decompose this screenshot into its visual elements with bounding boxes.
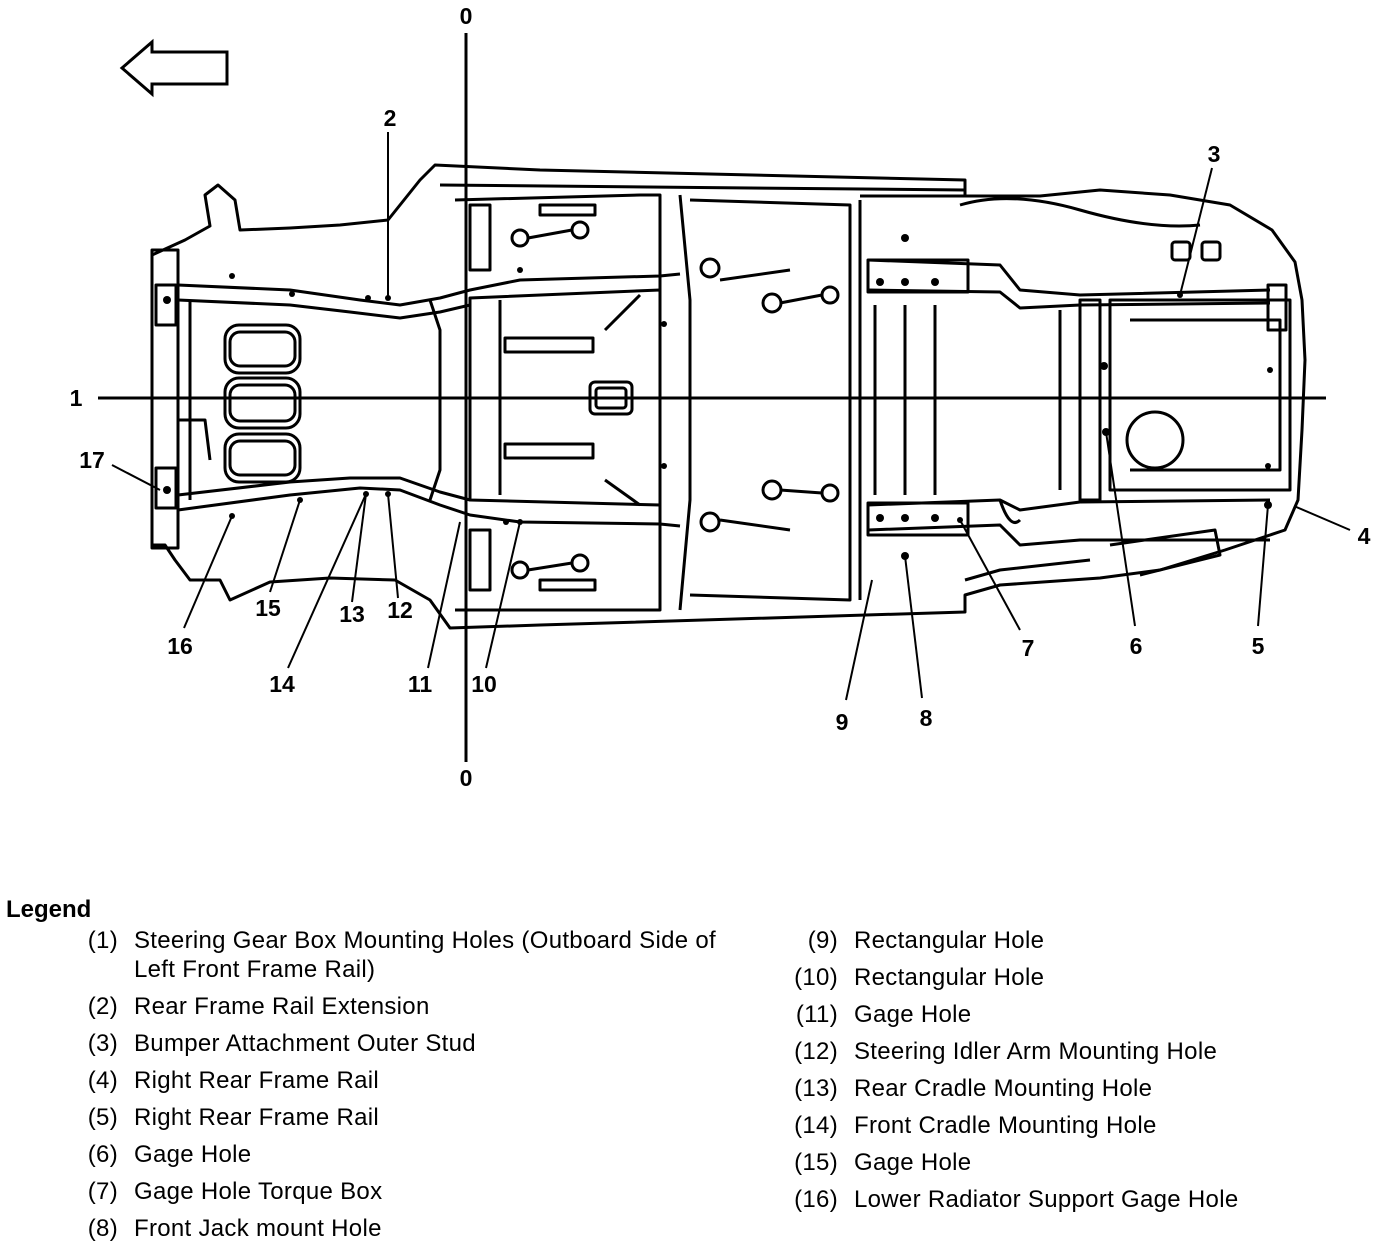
legend-item-number: (6) (87, 1141, 118, 1168)
callout-3: 3 (1208, 141, 1221, 167)
gage-hole-dots (163, 234, 1273, 560)
callout-8: 8 (920, 705, 933, 731)
legend-item-number: (13) (794, 1075, 838, 1102)
legend-item-number: (12) (794, 1038, 838, 1065)
legend-item-number: (7) (87, 1178, 118, 1205)
legend-item: (14) Front Cradle Mounting Hole (790, 1111, 1380, 1140)
legend-item: (3) Bumper Attachment Outer Stud (62, 1029, 742, 1058)
legend-column-right: (9) Rectangular Hole (10) Rectangular Hole… (790, 926, 1380, 1222)
underbody-diagram: 0 0 1 2 3 4 5 6 7 8 9 10 11 12 13 14 15 (70, 3, 1371, 791)
legend-item-number: (4) (87, 1067, 118, 1094)
legend-item: (8) Front Jack mount Hole (62, 1214, 742, 1243)
callout-13: 13 (339, 601, 365, 627)
callout-1: 1 (70, 385, 83, 411)
legend-item-number: (8) (87, 1215, 118, 1242)
legend-item-number: (15) (794, 1149, 838, 1176)
callout-leader-lines (111, 132, 1351, 701)
legend-item-text: Right Rear Frame Rail (134, 1104, 380, 1131)
legend-item-text: Steering Idler Arm Mounting Hole (854, 1038, 1218, 1065)
callout-10: 10 (471, 671, 497, 697)
legend-item: (15) Gage Hole (790, 1148, 1380, 1177)
callout-5: 5 (1252, 633, 1265, 659)
legend-item-text: Gage Hole (134, 1141, 252, 1168)
callout-17: 17 (79, 447, 105, 473)
legend-item: (4) Right Rear Frame Rail (62, 1066, 742, 1095)
legend-item-number: (16) (794, 1186, 838, 1213)
callout-16: 16 (167, 633, 193, 659)
legend-item: (10) Rectangular Hole (790, 963, 1380, 992)
legend-item: (12) Steering Idler Arm Mounting Hole (790, 1037, 1380, 1066)
legend-item-text: Right Rear Frame Rail (134, 1067, 380, 1094)
legend-item-number: (10) (794, 964, 838, 991)
callout-6: 6 (1130, 633, 1143, 659)
legend-item: (9) Rectangular Hole (790, 926, 1380, 955)
legend-item: (16) Lower Radiator Support Gage Hole (790, 1185, 1380, 1214)
callout-12: 12 (387, 597, 413, 623)
legend-item-number: (1) (87, 927, 118, 954)
legend-item: (7) Gage Hole Torque Box (62, 1177, 742, 1206)
legend-item-text: Rear Frame Rail Extension (134, 993, 430, 1020)
legend-item-text: Rectangular Hole (854, 927, 1045, 954)
callout-2: 2 (384, 105, 397, 131)
legend-item-text: Rectangular Hole (854, 964, 1045, 991)
axis-label-bottom: 0 (460, 765, 473, 791)
legend-item-number: (14) (794, 1112, 838, 1139)
legend-item-number: (3) (87, 1030, 118, 1057)
legend-item-number: (11) (795, 1001, 838, 1028)
legend-item-text: Bumper Attachment Outer Stud (134, 1030, 476, 1057)
legend-item-text: Lower Radiator Support Gage Hole (854, 1186, 1239, 1213)
callout-labels: 1 2 3 4 5 6 7 8 9 10 11 12 13 14 15 16 1… (70, 105, 1371, 735)
legend-item-number: (9) (807, 927, 838, 954)
legend-item-text: Gage Hole (854, 1001, 972, 1028)
callout-4: 4 (1358, 523, 1371, 549)
legend-item-text: Front Cradle Mounting Hole (854, 1112, 1157, 1139)
legend-item-text: Gage Hole (854, 1149, 972, 1176)
legend-item-text: Steering Gear Box Mounting Holes (Outboa… (134, 927, 716, 983)
callout-15: 15 (255, 595, 281, 621)
legend-column-left: (1) Steering Gear Box Mounting Holes (Out… (62, 926, 742, 1251)
legend-item: (2) Rear Frame Rail Extension (62, 992, 742, 1021)
callout-9: 9 (836, 709, 849, 735)
forward-direction-arrow-icon (119, 38, 229, 98)
callout-7: 7 (1022, 635, 1035, 661)
axis-label-top: 0 (460, 3, 473, 29)
legend-item-number: (2) (87, 993, 118, 1020)
legend-item-text: Rear Cradle Mounting Hole (854, 1075, 1153, 1102)
legend-item: (1) Steering Gear Box Mounting Holes (Out… (62, 926, 742, 984)
legend-item-text: Front Jack mount Hole (134, 1215, 382, 1242)
legend-item-number: (5) (87, 1104, 118, 1131)
legend-item: (6) Gage Hole (62, 1140, 742, 1169)
callout-11: 11 (408, 671, 433, 697)
callout-14: 14 (269, 671, 295, 697)
legend-item: (5) Right Rear Frame Rail (62, 1103, 742, 1132)
legend-item: (11) Gage Hole (790, 1000, 1380, 1029)
legend-item: (13) Rear Cradle Mounting Hole (790, 1074, 1380, 1103)
legend-title: Legend (6, 896, 92, 923)
legend-item-text: Gage Hole Torque Box (134, 1178, 383, 1205)
